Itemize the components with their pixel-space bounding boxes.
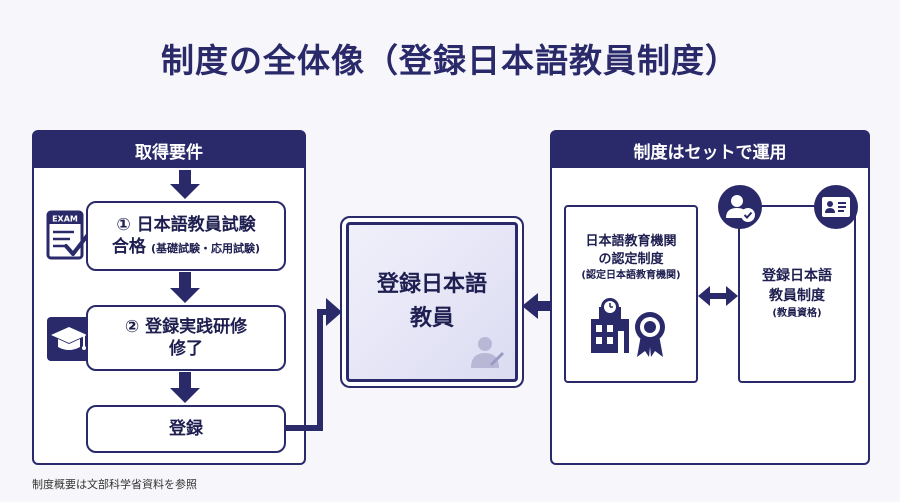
operation-header: 制度はセットで運用	[552, 132, 868, 168]
exam-icon-label: EXAM	[52, 215, 78, 224]
arrow-down-2	[170, 272, 200, 303]
registered-teacher-box: 登録日本語 教員	[346, 222, 518, 382]
school-building-award-icon	[587, 293, 675, 359]
institution-certification-box: 日本語教育機関 の認定制度 (認定日本語教育機関)	[564, 205, 698, 383]
step-exam-line2-wrap: 合格 (基礎試験・応用試験)	[112, 236, 260, 258]
registered-teacher-line2: 教員	[409, 306, 454, 331]
step-training-result: 修了	[169, 339, 203, 359]
double-arrow	[698, 286, 738, 306]
institution-line1: 日本語教育機関	[585, 234, 677, 249]
registered-teacher-line1: 登録日本語	[376, 272, 487, 297]
step-training-box: ② 登録実践研修 修了	[86, 305, 286, 371]
institution-subtitle: (認定日本語教育機関)	[581, 270, 681, 281]
step-training-title: ② 登録実践研修	[124, 317, 248, 337]
registered-teacher-label-wrap: 登録日本語 教員	[367, 268, 497, 336]
connector-arrow-to-center	[286, 298, 342, 431]
footnote: 制度概要は文部科学省資料を参照	[32, 478, 197, 491]
step-exam-subtitle: (基礎試験・応用試験)	[151, 242, 261, 255]
verified-user-icon	[717, 184, 763, 230]
page-title: 制度の全体像（登録日本語教員制度）	[161, 41, 739, 80]
requirements-header: 取得要件	[34, 132, 304, 168]
exam-checklist-icon: EXAM	[46, 210, 92, 262]
person-writing-icon	[469, 335, 505, 369]
teacher-system-box: 登録日本語 教員制度 (教員資格)	[738, 205, 856, 383]
step-exam-box: ① 日本語教員試験 合格 (基礎試験・応用試験)	[86, 201, 286, 271]
graduation-cap-icon	[46, 316, 92, 362]
teacher-system-line2: 教員制度	[769, 288, 825, 304]
institution-line2: の認定制度	[598, 252, 664, 267]
id-card-icon	[813, 184, 859, 230]
teacher-system-line1: 登録日本語	[762, 268, 832, 284]
teacher-system-subtitle: (教員資格)	[772, 308, 822, 319]
step-exam-result: 合格	[111, 237, 146, 257]
step-registration-label: 登録	[169, 419, 203, 439]
arrow-down-1	[170, 170, 200, 199]
step-registration-box: 登録	[86, 405, 286, 453]
arrow-down-3	[170, 372, 200, 403]
step-exam-title: ① 日本語教員試験	[116, 215, 256, 235]
